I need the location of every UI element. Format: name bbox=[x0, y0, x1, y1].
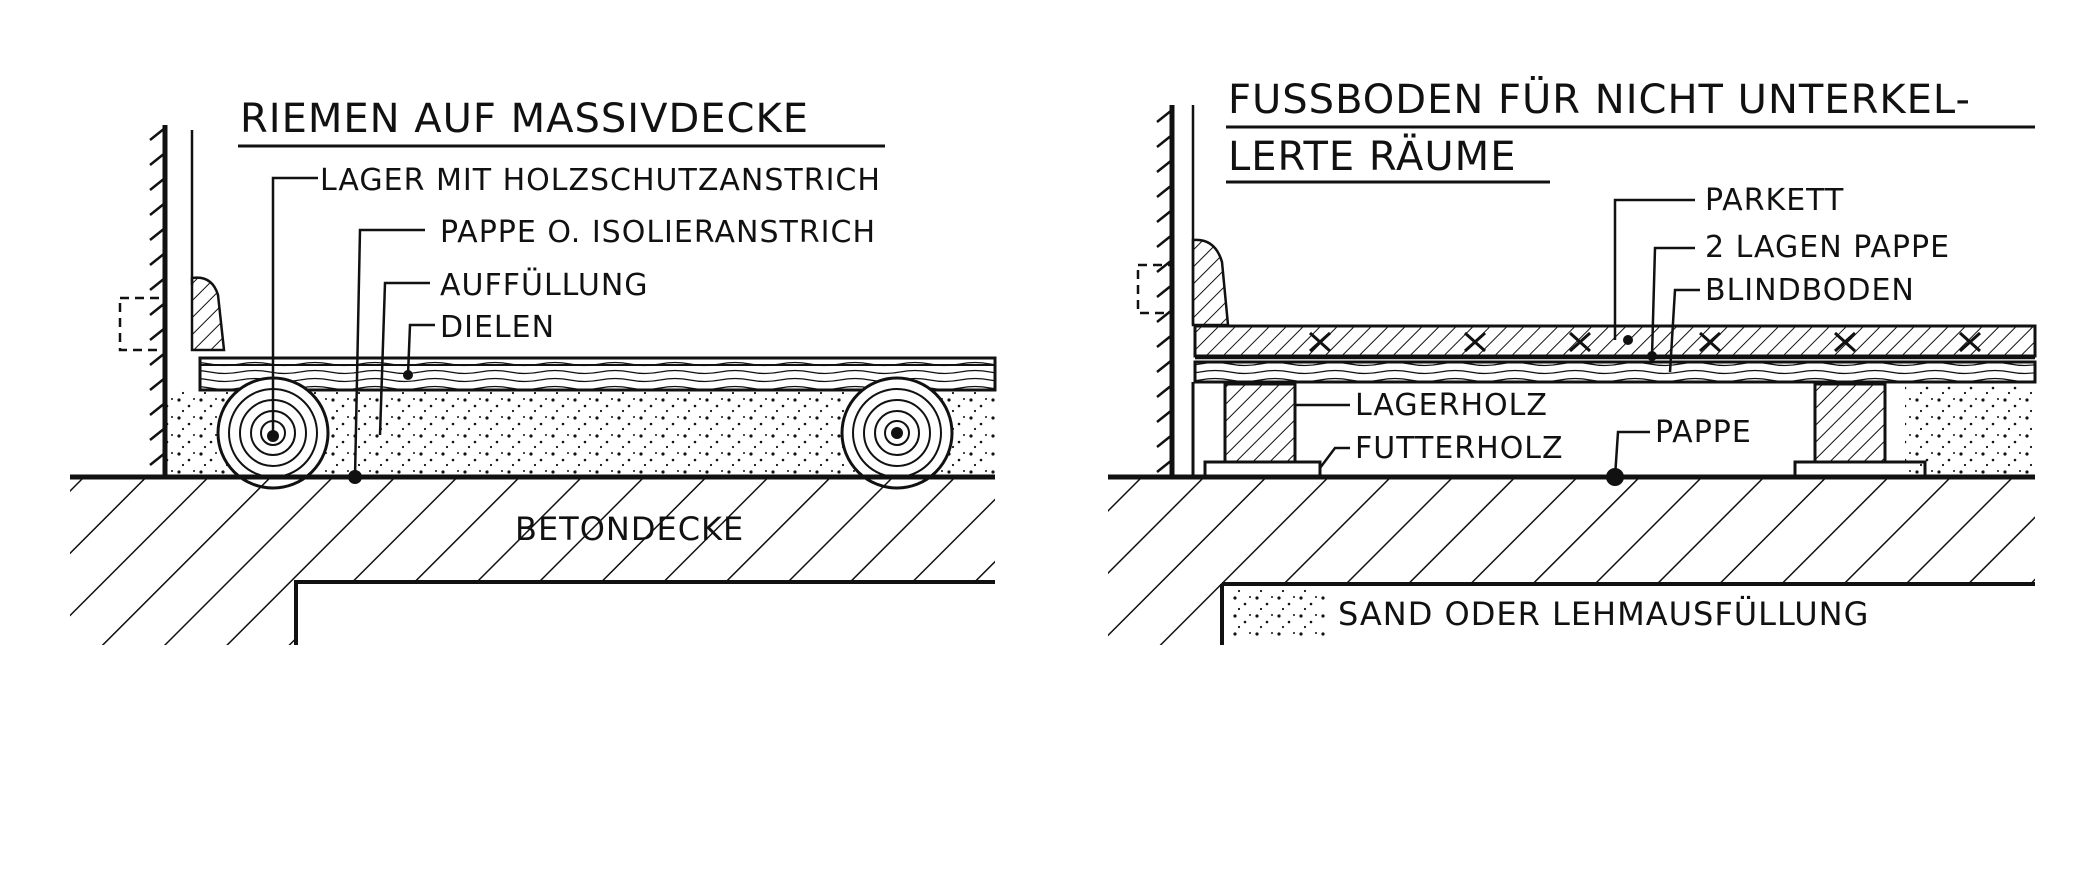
left-dielen-dot bbox=[403, 370, 413, 380]
left-betondecke-slab bbox=[70, 477, 995, 645]
right-parkett-dot bbox=[1623, 335, 1633, 345]
right-pappe-dot bbox=[1606, 468, 1624, 486]
right-sand-fill bbox=[1230, 590, 1325, 638]
right-leader-lines bbox=[1295, 198, 1700, 478]
right-label-blindboden: BLINDBODEN bbox=[1705, 273, 1915, 308]
right-lagerholz-1 bbox=[1223, 382, 1297, 464]
left-section: RIEMEN AUF MASSIVDECKE LAGER MIT HOLZSCH… bbox=[70, 96, 997, 645]
left-wall-hatch bbox=[149, 127, 166, 466]
left-label-auffuellung: AUFFÜLLUNG bbox=[440, 267, 649, 303]
right-skirting-board bbox=[1191, 238, 1230, 327]
left-round-bearer-2 bbox=[840, 376, 954, 490]
right-label-futterholz: FUTTERHOLZ bbox=[1355, 431, 1564, 466]
right-fill-end bbox=[1905, 384, 2035, 477]
right-lagerholz-2 bbox=[1813, 382, 1887, 464]
right-slab bbox=[1108, 477, 2035, 584]
right-2lagen-dot bbox=[1647, 351, 1657, 361]
right-dashed-detail bbox=[1136, 263, 1174, 315]
right-slab-lower bbox=[1108, 584, 1222, 645]
left-skirting-board bbox=[190, 276, 226, 352]
right-wall-hatch bbox=[1156, 109, 1173, 473]
left-pappe-dot bbox=[348, 470, 362, 484]
right-parkett-nails bbox=[1308, 331, 1982, 353]
left-label-betondecke: BETONDECKE bbox=[515, 510, 744, 548]
left-label-lager: LAGER MIT HOLZSCHUTZANSTRICH bbox=[320, 163, 881, 198]
right-label-parkett: PARKETT bbox=[1705, 183, 1844, 218]
right-label-sand: SAND ODER LEHMAUSFÜLLUNG bbox=[1338, 595, 1869, 633]
left-title: RIEMEN AUF MASSIVDECKE bbox=[240, 96, 809, 142]
right-title-line1: FUSSBODEN FÜR NICHT UNTERKEL- bbox=[1228, 75, 1971, 123]
left-label-dielen: DIELEN bbox=[440, 310, 555, 345]
right-label-pappe: PAPPE bbox=[1655, 415, 1752, 450]
right-label-2lagen-pappe: 2 LAGEN PAPPE bbox=[1705, 230, 1950, 265]
right-blindboden-layer bbox=[1193, 360, 2037, 384]
right-label-lagerholz: LAGERHOLZ bbox=[1355, 388, 1548, 423]
left-label-pappe: PAPPE O. ISOLIERANSTRICH bbox=[440, 215, 876, 250]
right-section: FUSSBODEN FÜR NICHT UNTERKEL- LERTE RÄUM… bbox=[1108, 75, 2037, 645]
left-leader-lines bbox=[271, 176, 435, 478]
left-dashed-detail bbox=[118, 296, 167, 352]
left-dielen-boards bbox=[198, 356, 997, 392]
right-title-line2: LERTE RÄUME bbox=[1228, 132, 1516, 180]
left-slab-step-line bbox=[294, 580, 995, 645]
